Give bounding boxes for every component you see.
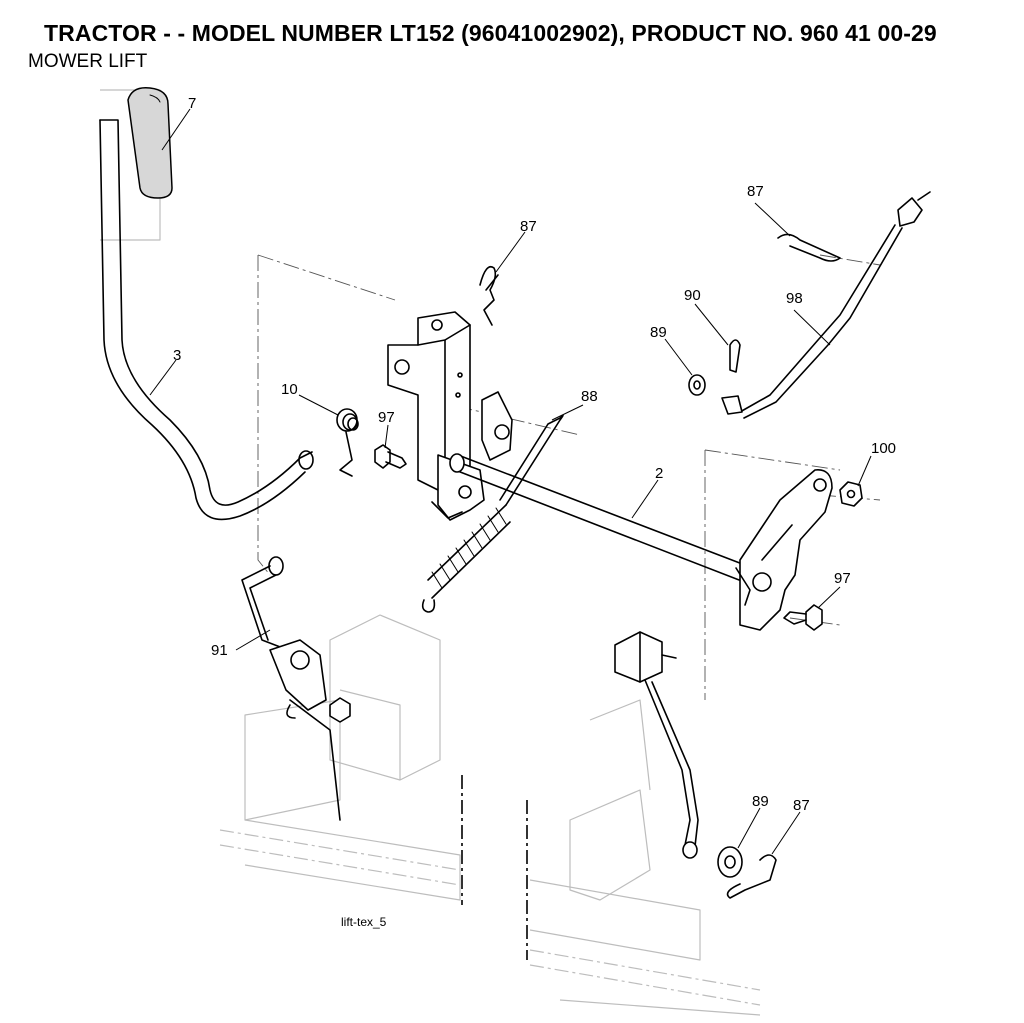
right-lift-arm <box>735 469 833 631</box>
callout-88: 88 <box>581 388 598 405</box>
callout-87-top: 87 <box>520 218 537 235</box>
callout-97-left: 97 <box>378 409 395 426</box>
phantom-lines <box>257 254 881 700</box>
part-91-left-link <box>241 556 351 821</box>
callout-7: 7 <box>188 95 196 112</box>
lift-bracket-assembly <box>387 311 513 521</box>
part-7-handle-grip <box>127 87 173 199</box>
part-89-washer-upper <box>688 374 706 396</box>
part-10-torsion-spring <box>336 408 359 477</box>
part-87-hairpin-lower <box>726 854 777 899</box>
part-97-bolt-left <box>374 444 407 469</box>
page-subtitle: MOWER LIFT <box>28 51 148 72</box>
callout-89-lower: 89 <box>752 793 769 810</box>
part-2-lift-shaft <box>449 453 759 586</box>
callout-97-right: 97 <box>834 570 851 587</box>
part-100-nut <box>839 481 863 507</box>
deck-edge-lines <box>461 775 528 960</box>
callout-89-upper: 89 <box>650 324 667 341</box>
deck-ghost-outline <box>100 89 761 1016</box>
callout-87-right: 87 <box>747 183 764 200</box>
page-title: TRACTOR - - MODEL NUMBER LT152 (96041002… <box>44 20 937 46</box>
figure-caption: lift-tex_5 <box>341 915 387 929</box>
callout-90: 90 <box>684 287 701 304</box>
callout-2: 2 <box>655 465 663 482</box>
part-87-hairpin-right <box>777 233 841 262</box>
callout-87-lower: 87 <box>793 797 810 814</box>
right-lower-link <box>614 631 699 859</box>
callout-100: 100 <box>871 440 896 457</box>
part-97-bolt-right <box>783 604 823 631</box>
leader-lines <box>149 108 872 855</box>
part-3-lift-lever <box>99 119 314 521</box>
part-88-lift-spring <box>421 414 564 613</box>
callout-98: 98 <box>786 290 803 307</box>
part-89-washer-lower <box>717 846 743 878</box>
callout-91: 91 <box>211 642 228 659</box>
callout-labels: 7 3 10 97 87 88 2 87 90 89 98 100 97 91 … <box>173 95 896 814</box>
part-90-cotter-pin <box>729 339 741 373</box>
callout-10: 10 <box>281 381 298 398</box>
part-87-hairpin-top <box>479 266 499 326</box>
callout-3: 3 <box>173 347 181 364</box>
part-98-link-rod <box>721 191 931 419</box>
